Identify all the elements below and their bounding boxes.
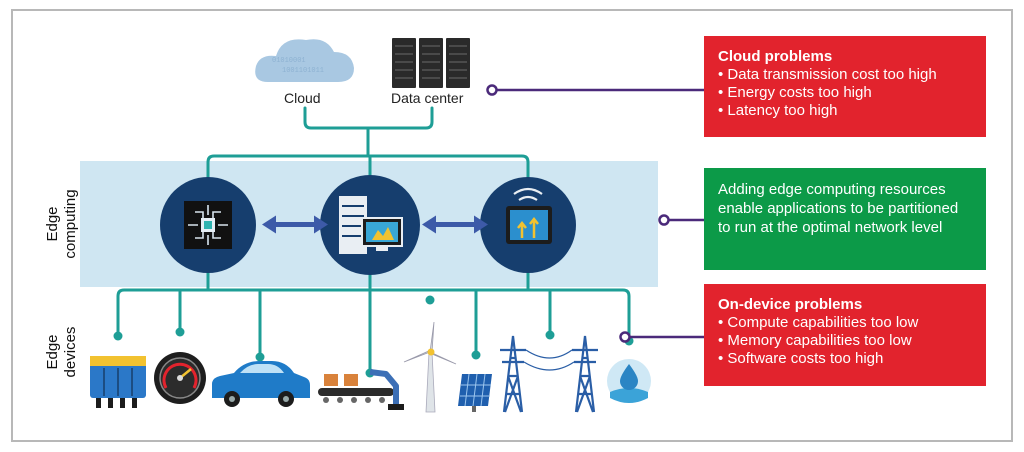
edge-devices-axis-label: Edge devices — [44, 326, 79, 378]
list-item: Data transmission cost too high — [718, 66, 974, 84]
list-item: Memory capabilities too low — [718, 332, 974, 350]
gauge-icon — [154, 352, 206, 404]
cloud-problems-list: Data transmission cost too high Energy c… — [718, 66, 974, 120]
bidirectional-arrows — [262, 215, 488, 234]
list-item: Software costs too high — [718, 350, 974, 368]
edge-computing-axis-label: Edge computing — [44, 189, 79, 259]
solar-panel-icon — [458, 373, 492, 412]
callout-dot-cloud — [486, 84, 498, 96]
list-item: Compute capabilities too low — [718, 314, 974, 332]
power-tower-icon — [500, 335, 598, 413]
cloud-problems-box: Cloud problems Data transmission cost to… — [704, 36, 986, 137]
wind-turbine-icon — [403, 321, 457, 413]
cloud-icon: 01010001 1001101011 — [255, 39, 354, 82]
svg-text:1001101011: 1001101011 — [282, 67, 324, 75]
on-device-problems-list: Compute capabilities too low Memory capa… — [718, 314, 974, 368]
bottom-connectors — [116, 266, 631, 374]
cloud-label: Cloud — [284, 90, 321, 106]
svg-text:01010001: 01010001 — [272, 57, 306, 65]
server-monitor-icon — [320, 175, 420, 275]
top-connectors — [206, 106, 530, 186]
processor-chip-icon — [160, 177, 256, 273]
robot-arm-conveyor-icon — [318, 369, 404, 410]
list-item: Energy costs too high — [718, 84, 974, 102]
on-device-problems-title: On-device problems — [718, 296, 863, 313]
on-device-problems-box: On-device problems Compute capabilities … — [704, 284, 986, 386]
battery-pack-icon — [90, 356, 146, 408]
list-item: Latency too high — [718, 102, 974, 120]
cloud-problems-title: Cloud problems — [718, 48, 833, 65]
callout-lines — [492, 88, 704, 339]
callout-dot-device — [619, 331, 631, 343]
connector-dots — [113, 295, 634, 378]
edge-computing-box: Adding edge computing resources enable a… — [704, 168, 986, 270]
callout-dot-edge — [658, 214, 670, 226]
server-rack-icon — [392, 38, 470, 88]
edge-computing-text: Adding edge computing resources enable a… — [718, 181, 959, 236]
car-icon — [212, 361, 310, 407]
water-drop-icon — [607, 359, 651, 403]
wireless-tablet-icon — [480, 177, 576, 273]
data-center-label: Data center — [391, 90, 464, 106]
